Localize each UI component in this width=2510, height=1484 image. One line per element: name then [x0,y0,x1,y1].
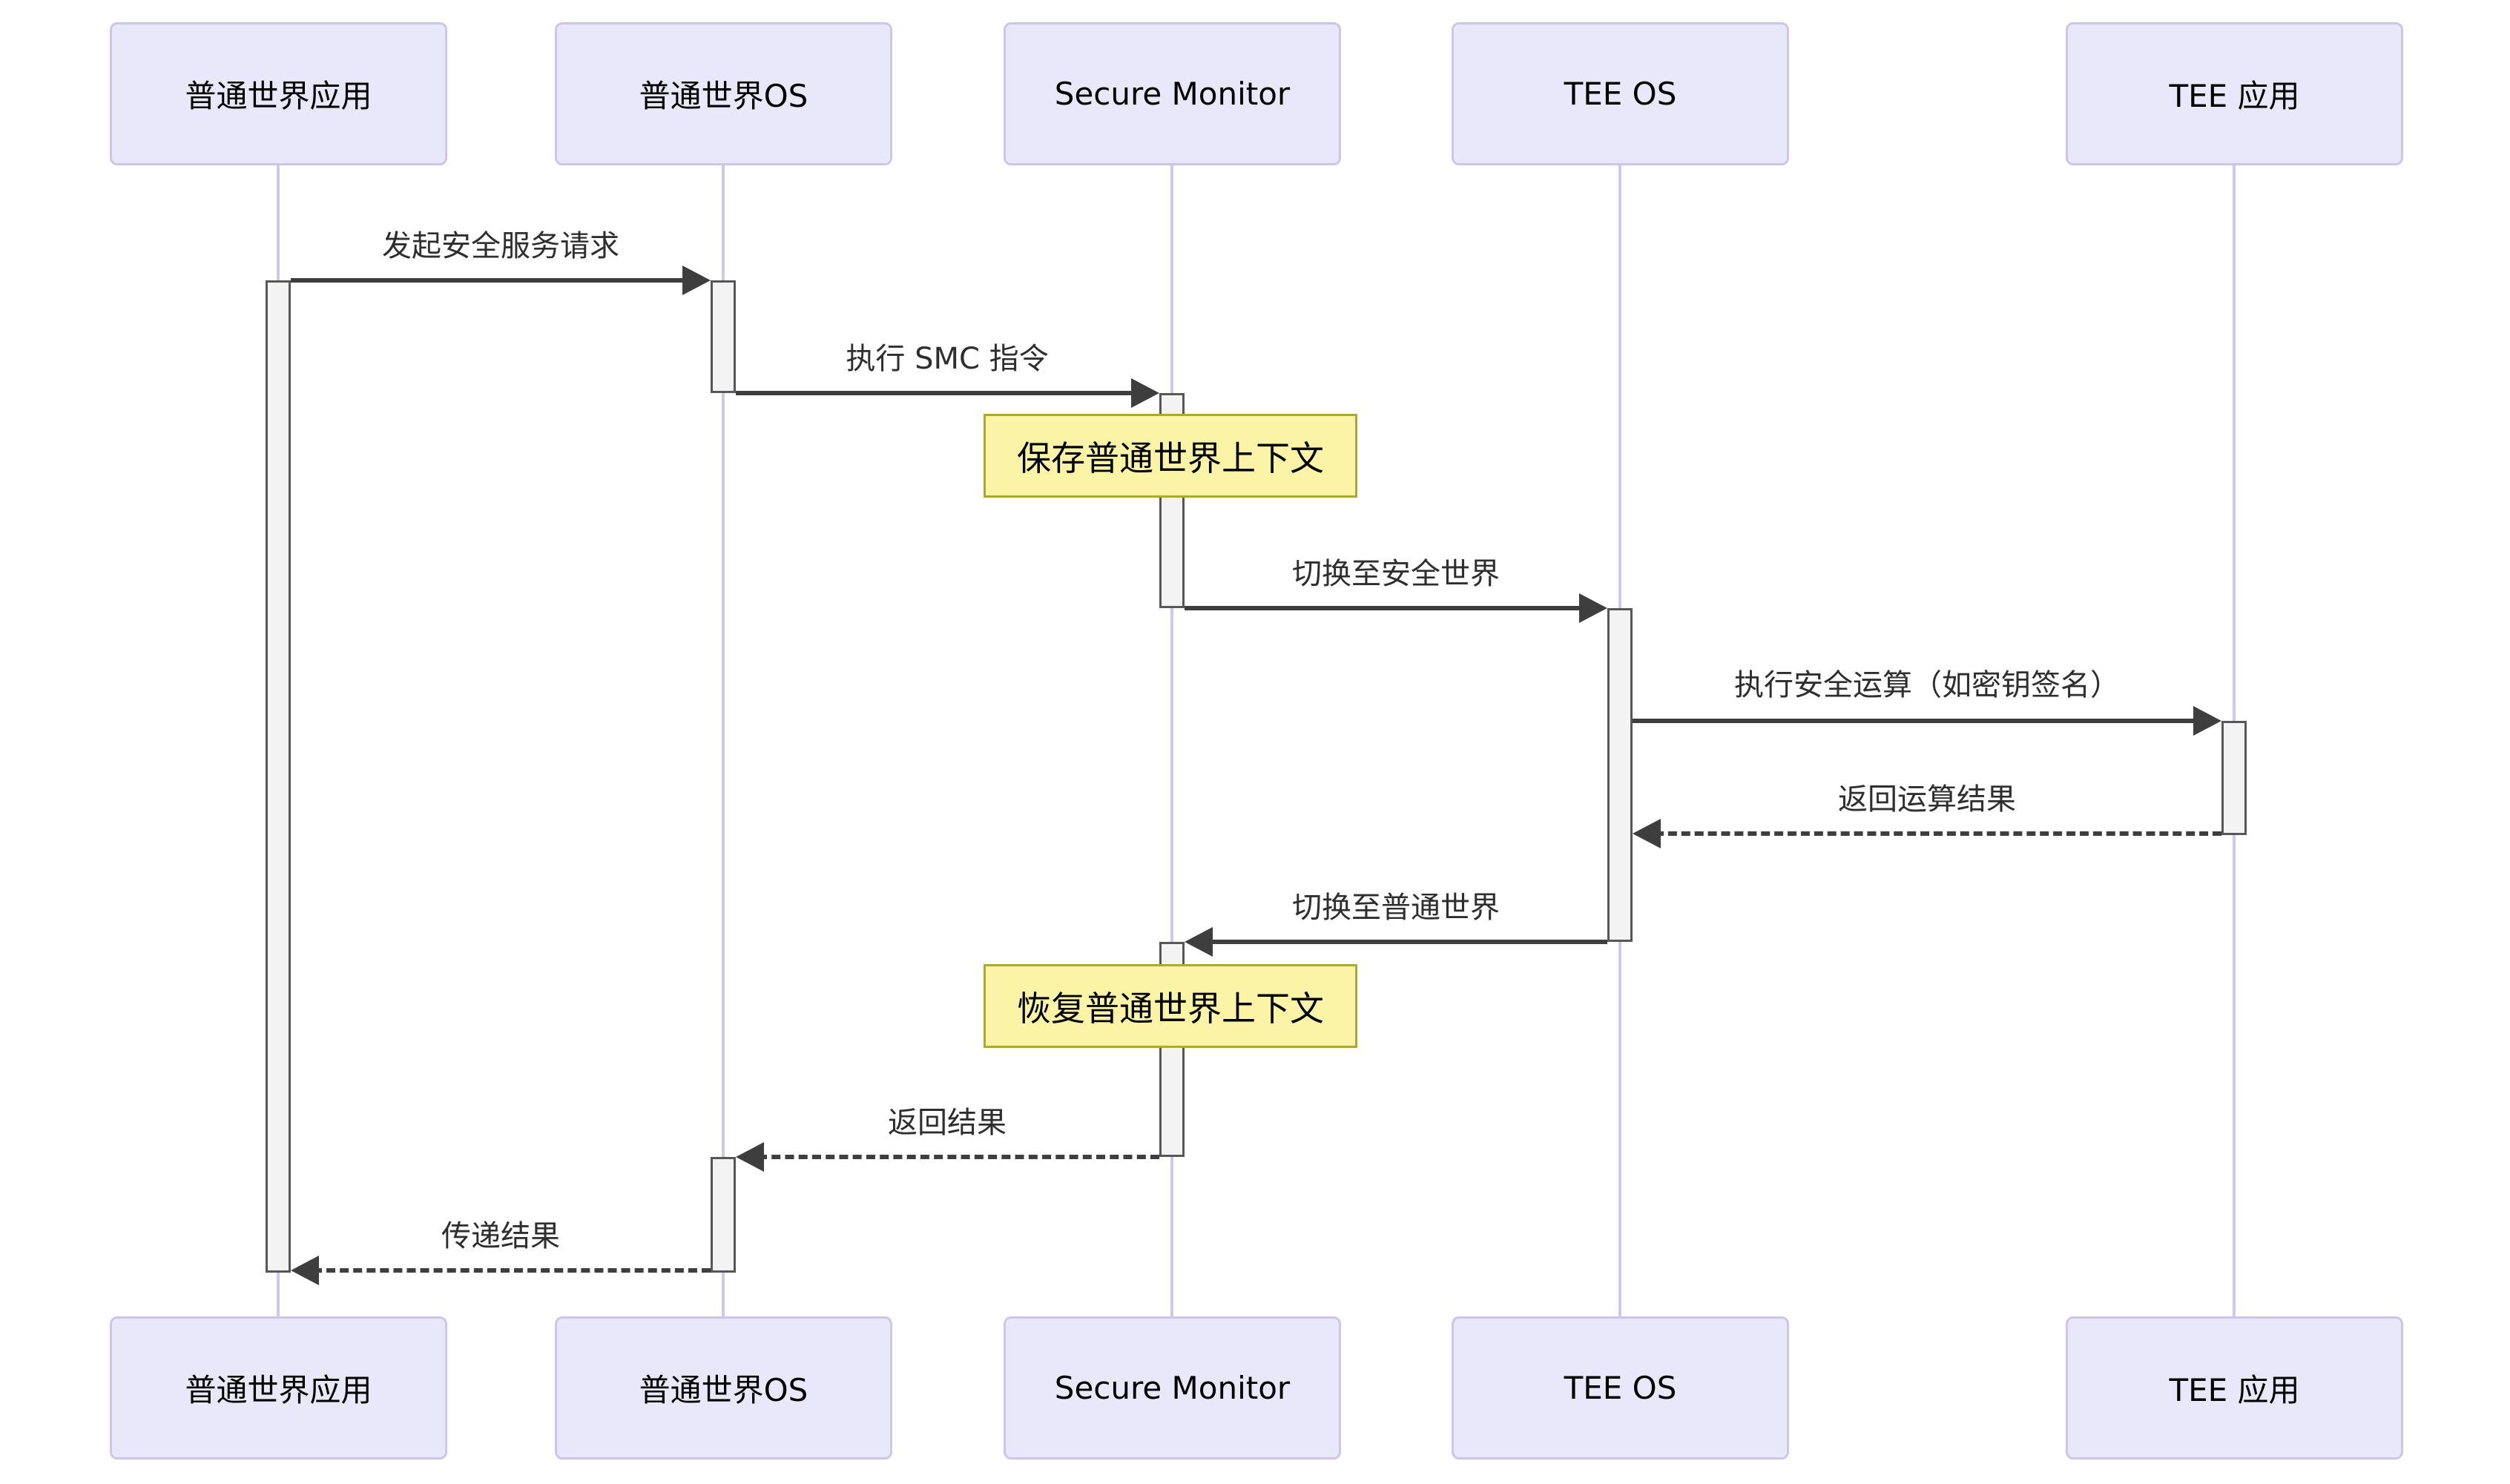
actor-bottom-normal-world-os: 普通世界OS [555,1316,892,1460]
activation-normal-world-app [266,280,291,1273]
message-label-initiate-secure-request: 发起安全服务请求 [382,229,619,263]
actor-bottom-tee-os: TEE OS [1452,1316,1789,1460]
arrow-line [291,278,688,283]
activation-normal-world-os-1 [711,280,736,393]
actor-top-secure-monitor: Secure Monitor [1004,22,1341,165]
activation-tee-app [2221,721,2247,835]
lifeline-secure-monitor [1170,165,1173,1316]
note-restore-normal-world-context: 恢复普通世界上下文 [984,964,1357,1048]
arrowhead-right-icon [1579,593,1607,623]
message-label-pass-result: 传递结果 [441,1219,560,1253]
arrowhead-right-icon [1131,378,1159,408]
lifeline-normal-world-os [722,165,725,1316]
message-label-execute-smc: 执行 SMC 指令 [846,342,1049,376]
actor-bottom-normal-world-app: 普通世界应用 [110,1316,447,1460]
actor-bottom-tee-app: TEE 应用 [2066,1316,2403,1460]
activation-tee-os [1607,608,1633,942]
dashed-arrow-line [313,1268,711,1273]
arrowhead-right-icon [2193,706,2221,736]
message-label-switch-to-normal-world: 切换至普通世界 [1292,891,1500,925]
note-save-normal-world-context: 保存普通世界上下文 [984,414,1357,498]
arrowhead-left-icon [1185,927,1213,957]
actor-top-tee-os: TEE OS [1452,22,1789,165]
message-label-return-result: 返回结果 [888,1106,1007,1140]
actor-top-tee-app: TEE 应用 [2066,22,2403,165]
arrowhead-left-icon [1633,819,1661,848]
dashed-arrow-line [1655,831,2221,836]
dashed-arrow-line [758,1155,1159,1159]
actor-bottom-secure-monitor: Secure Monitor [1004,1316,1341,1460]
arrow-line [1633,719,2199,723]
arrowhead-left-icon [736,1142,764,1172]
actor-top-normal-world-app: 普通世界应用 [110,22,447,165]
arrow-line [1207,940,1607,944]
arrow-line [736,391,1137,395]
actor-top-normal-world-os: 普通世界OS [555,22,892,165]
message-label-perform-secure-computation: 执行安全运算（如密钥签名） [1734,668,2120,702]
arrowhead-right-icon [682,266,711,295]
message-label-switch-to-secure-world: 切换至安全世界 [1292,557,1500,591]
message-label-return-computation-result: 返回运算结果 [1838,782,2016,817]
arrow-line [1185,606,1585,610]
arrowhead-left-icon [291,1256,319,1285]
activation-normal-world-os-2 [711,1157,736,1273]
